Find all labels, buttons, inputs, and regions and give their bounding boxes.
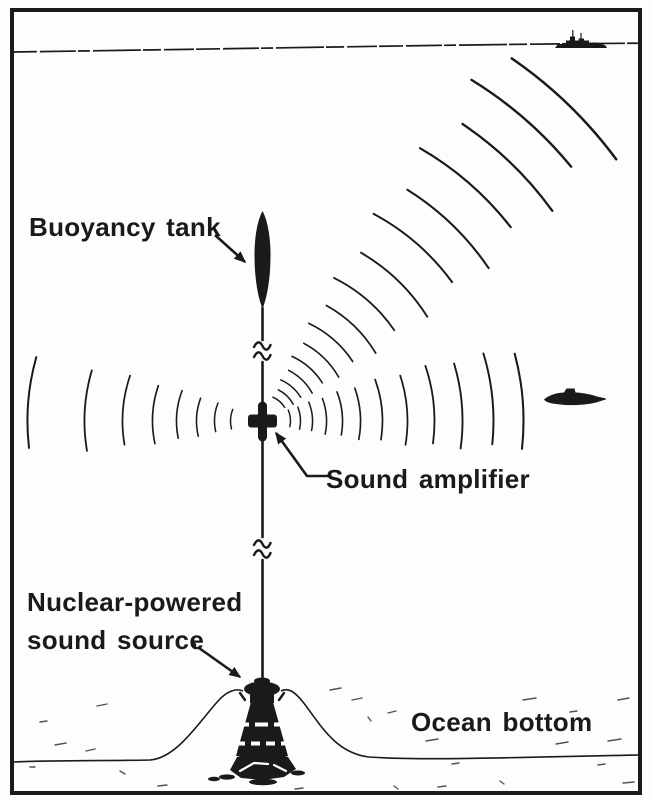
- seabed-mark: [294, 787, 304, 790]
- seabed-mark: [425, 738, 439, 742]
- seabed-mark: [607, 738, 622, 742]
- sound-wave-arc: [287, 409, 292, 428]
- sound-wave-arc: [83, 369, 93, 452]
- seabed-mark: [451, 762, 460, 765]
- sound-amplifier-arrow: [274, 431, 329, 478]
- sound-wave-arc: [308, 401, 314, 432]
- sound-wave-arcs-icon-right: [287, 352, 525, 450]
- seabed-mark: [393, 785, 399, 790]
- cable-break-icon-upper: [252, 341, 272, 361]
- sound-wave-arc: [325, 304, 377, 354]
- sound-wave-arc: [151, 384, 160, 445]
- ocean-bottom-contour: [12, 688, 641, 763]
- seabed-mark: [119, 770, 126, 775]
- seabed-mark: [387, 710, 397, 714]
- sound-wave-arc: [195, 397, 202, 438]
- seabed-mark: [367, 716, 372, 722]
- seabed-mark: [437, 785, 447, 788]
- sound-source-arrow: [191, 642, 242, 679]
- ocean-bottom-label: Ocean bottom: [411, 707, 593, 737]
- figure-border-frame: [10, 8, 642, 795]
- sound-wave-arc: [461, 122, 554, 212]
- seabed-mark: [569, 710, 578, 713]
- sound-amplifier-icon: [248, 401, 277, 442]
- submarine-icon: [544, 388, 607, 406]
- sound-source-icon: [208, 677, 305, 786]
- seabed-mark: [622, 781, 635, 784]
- sound-wave-arcs-icon-left: [26, 356, 234, 452]
- sound-wave-arc: [272, 396, 286, 409]
- seabed-mark: [617, 697, 630, 701]
- sound-wave-arc: [399, 374, 409, 446]
- sound-wave-arc: [175, 389, 183, 440]
- sound-wave-arc: [353, 387, 362, 441]
- sound-source-label-line1: Nuclear-powered: [27, 587, 243, 617]
- sound-wave-arc: [121, 374, 131, 446]
- sound-wave-arc: [291, 355, 324, 384]
- sound-wave-arc: [26, 356, 38, 449]
- sound-source-label-line2: sound source: [27, 625, 205, 655]
- seabed-mark: [597, 763, 606, 766]
- sound-wave-arc: [424, 364, 436, 445]
- cable-break-icon-lower: [252, 539, 272, 559]
- seabed-mark: [85, 748, 96, 752]
- sound-wave-arc: [280, 379, 302, 398]
- seabed-texture: [29, 687, 635, 790]
- sound-wave-arc: [372, 212, 454, 284]
- buoyancy-tank-arrow: [214, 234, 247, 264]
- sound-wave-arc: [213, 402, 219, 433]
- sound-wave-arc: [470, 78, 573, 168]
- seabed-mark: [522, 697, 537, 701]
- seabed-mark: [39, 720, 48, 723]
- sound-wave-arc: [418, 147, 512, 229]
- sound-wave-arc: [277, 389, 294, 405]
- surface-ship-icon: [555, 30, 607, 48]
- seabed-mark: [555, 741, 569, 745]
- sound-wave-arc: [374, 378, 384, 441]
- sound-wave-arc: [321, 397, 328, 435]
- sound-wave-arc: [307, 322, 354, 363]
- sound-wave-arcs-icon-diagonal: [272, 57, 618, 409]
- sound-wave-arc: [297, 406, 302, 430]
- sound-wave-arc: [513, 352, 525, 450]
- seabed-mark: [329, 687, 342, 691]
- seabed-mark: [499, 780, 505, 785]
- sound-wave-arc: [360, 251, 429, 318]
- seabed-mark: [54, 742, 67, 746]
- sound-wave-arc: [333, 277, 396, 332]
- seabed-mark: [157, 784, 168, 787]
- sound-amplifier-label: Sound amplifier: [326, 464, 530, 494]
- sound-wave-arc: [336, 391, 344, 436]
- seabed-mark: [96, 703, 108, 707]
- sound-wave-arc: [287, 369, 313, 394]
- sound-wave-arc: [453, 362, 464, 450]
- sound-wave-arc: [406, 188, 490, 270]
- sound-wave-arc: [510, 57, 618, 161]
- seabed-mark: [351, 697, 363, 701]
- buoyancy-tank-label: Buoyancy tank: [29, 212, 221, 242]
- sound-wave-arc: [482, 352, 495, 446]
- sound-wave-arc: [229, 408, 234, 430]
- sound-source-label: Nuclear-powered sound source: [27, 583, 242, 659]
- buoyancy-tank-icon: [254, 211, 271, 309]
- sound-wave-arc: [302, 342, 340, 378]
